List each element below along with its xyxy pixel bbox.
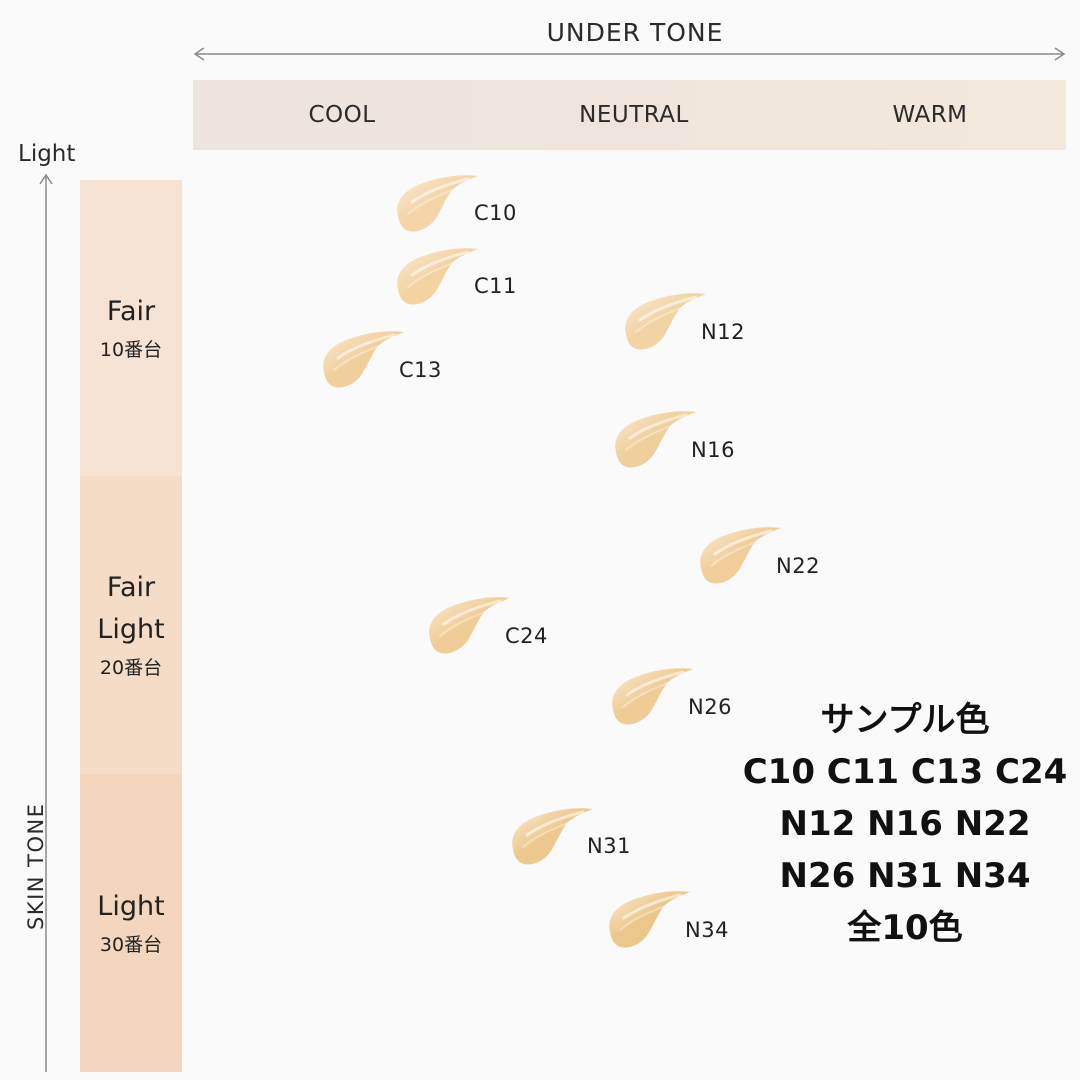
tone-group-fair: Fair 10番台 (80, 180, 182, 476)
tone-group-name: Fair Light (97, 572, 165, 645)
swatch-label-c10: C10 (474, 201, 517, 225)
skin-tone-light-label: Light (18, 141, 76, 167)
skin-tone-axis-arrow (39, 173, 53, 1072)
swatch-label-n26: N26 (688, 695, 732, 719)
tone-group-name: Light (97, 891, 165, 922)
under-tone-axis-arrow (193, 47, 1066, 61)
swatch-c11 (397, 248, 478, 305)
swatch-c24 (429, 597, 510, 654)
tone-group-range: 20番台 (99, 657, 163, 679)
swatch-label-n16: N16 (691, 438, 735, 462)
sample-heading: サンプル色 (820, 700, 990, 740)
tone-group-light: Light 30番台 (80, 774, 182, 1072)
swatch-label-c24: C24 (505, 624, 548, 648)
column-cool: COOL (308, 102, 376, 128)
sample-color-list: サンプル色 C10 C11 C13 C24 N12 N16 N22 N26 N3… (740, 694, 1070, 954)
swatch-c13 (323, 331, 404, 388)
swatch-label-n31: N31 (587, 834, 631, 858)
sample-line: C10 C11 C13 C24 (742, 752, 1068, 792)
swatch-n34 (609, 891, 690, 948)
tone-group-name: Fair (106, 296, 156, 327)
sample-line: N12 N16 N22 (779, 804, 1031, 844)
tone-group-fair-light: Fair Light 20番台 (80, 476, 182, 774)
sample-total: 全10色 (847, 908, 963, 948)
swatch-label-c11: C11 (474, 274, 517, 298)
swatch-n26 (612, 668, 693, 725)
under-tone-title: UNDER TONE (546, 18, 724, 47)
column-neutral: NEUTRAL (579, 102, 689, 128)
sample-line: N26 N31 N34 (779, 856, 1031, 896)
swatch-label-n22: N22 (776, 554, 820, 578)
swatch-c10 (397, 175, 478, 232)
column-warm: WARM (892, 102, 968, 128)
swatch-n22 (700, 527, 781, 584)
under-tone-band: COOL NEUTRAL WARM (193, 80, 1066, 150)
tone-group-range: 10番台 (99, 339, 163, 361)
swatch-label-n12: N12 (701, 320, 745, 344)
swatch-label-n34: N34 (685, 918, 729, 942)
skin-tone-title: SKIN TONE (24, 802, 48, 930)
swatch-n16 (615, 411, 696, 468)
swatch-label-c13: C13 (399, 358, 442, 382)
swatch-n12 (625, 293, 706, 350)
swatch-n31 (512, 808, 593, 865)
tone-group-range: 30番台 (99, 934, 163, 956)
